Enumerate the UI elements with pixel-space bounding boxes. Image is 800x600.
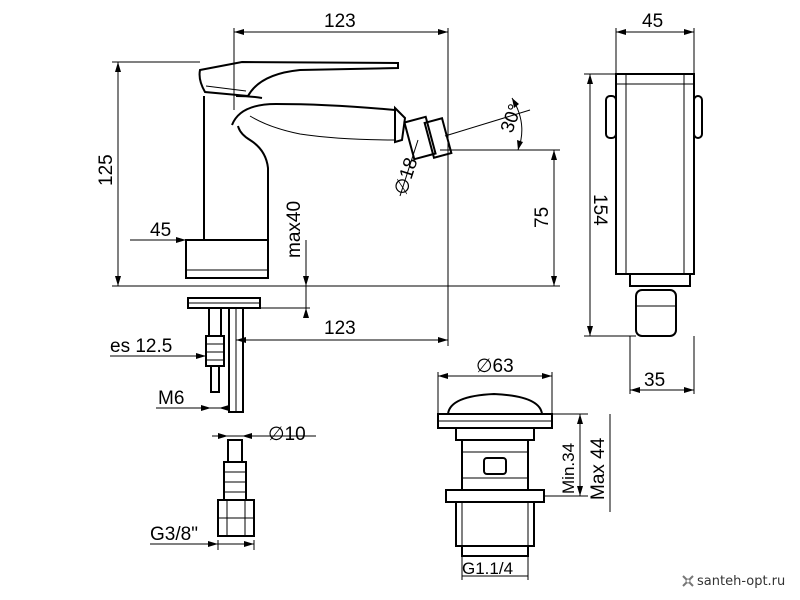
dim-top-width: 123 [324, 11, 356, 32]
dim-side-width: 45 [642, 11, 663, 32]
dim-nozzle-diameter: ∅18 [391, 155, 423, 197]
dim-pipe-diameter: ∅10 [268, 424, 306, 445]
dim-side-base: 35 [644, 370, 665, 391]
dim-max44: Max 44 [588, 437, 609, 500]
dim-side-height: 154 [589, 194, 610, 226]
dim-base-width: 45 [150, 220, 171, 241]
watermark-text: santeh-opt.ru [697, 574, 785, 589]
dim-g38: G3/8" [150, 524, 198, 545]
faucet-front-view [112, 60, 453, 287]
dim-m6: M6 [158, 388, 184, 409]
cross-star-icon [682, 575, 694, 587]
popup-drain [437, 392, 553, 557]
dim-drain-diameter: ∅63 [476, 356, 514, 377]
dim-max-hole: max40 [284, 201, 305, 258]
dim-height-total: 125 [96, 154, 117, 186]
dim-g114: G1.1/4 [462, 559, 513, 578]
mounting-assembly [187, 297, 261, 537]
dim-bottom-reach: 123 [324, 318, 356, 339]
dim-min34: Min.34 [559, 443, 578, 494]
dim-es: es 12.5 [110, 336, 172, 357]
faucet-side-view [605, 73, 703, 337]
dimension-lines [110, 28, 695, 580]
watermark: santeh-opt.ru [682, 574, 785, 589]
dim-spout-height: 75 [532, 207, 553, 228]
